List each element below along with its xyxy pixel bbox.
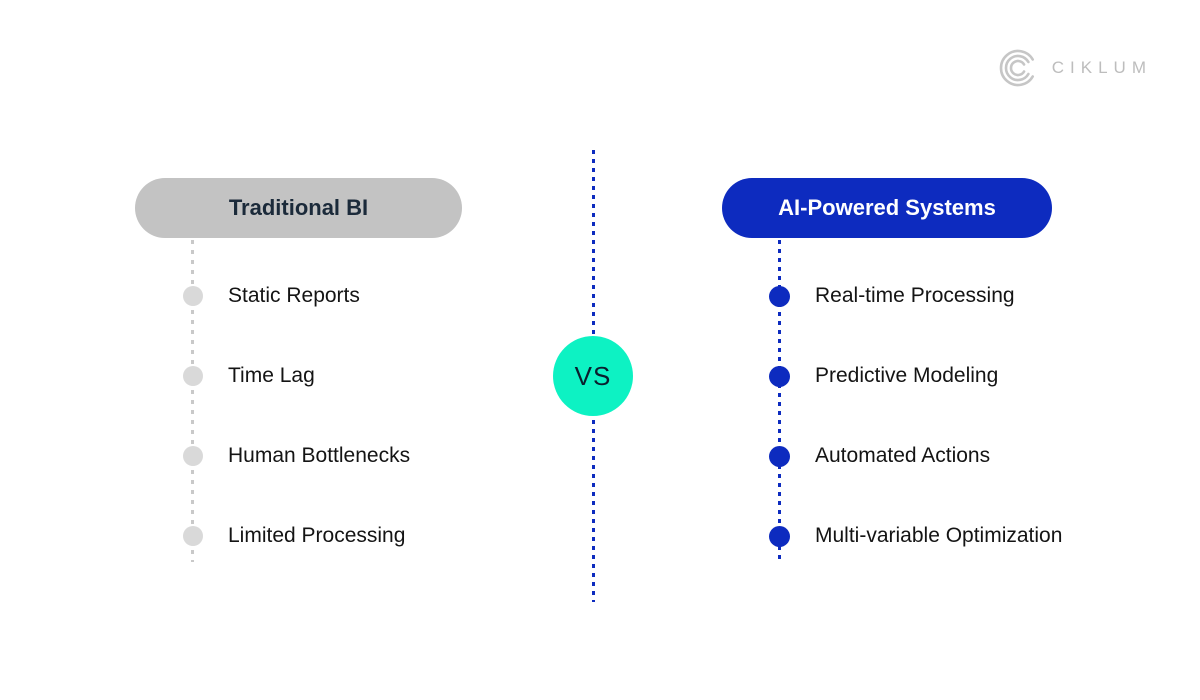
list-item-label: Limited Processing xyxy=(228,524,406,547)
bullet-dot-icon xyxy=(769,285,790,307)
list-item-label: Static Reports xyxy=(228,284,360,307)
list-item-label: Human Bottlenecks xyxy=(228,444,411,467)
list-item: Static Reports xyxy=(183,281,360,311)
bullet-dot-icon xyxy=(769,525,790,547)
bullet-dot-icon xyxy=(183,526,203,546)
vs-badge: VS xyxy=(553,336,633,416)
right-timeline-line xyxy=(778,240,781,562)
bullet-dot-icon xyxy=(183,446,203,466)
list-item: Automated Actions xyxy=(769,441,990,471)
list-item-label: Time Lag xyxy=(228,364,315,387)
left-column-title: Traditional BI xyxy=(228,195,369,220)
list-item-label: Real-time Processing xyxy=(815,284,1015,307)
list-item: Limited Processing xyxy=(183,521,405,551)
bullet-dot-icon xyxy=(183,366,203,386)
list-item: Time Lag xyxy=(183,361,315,391)
bullet-dot-icon xyxy=(183,286,203,306)
brand-logo: CIKLUM xyxy=(994,44,1152,92)
right-column-title: AI-Powered Systems xyxy=(778,195,996,220)
vs-badge-label: VS xyxy=(574,360,612,391)
list-item: Real-time Processing xyxy=(769,281,1015,311)
brand-name: CIKLUM xyxy=(1051,58,1152,77)
ciklum-logo-icon xyxy=(999,49,1034,87)
list-item: Human Bottlenecks xyxy=(183,441,410,471)
left-column-header: Traditional BI xyxy=(135,178,462,238)
bullet-dot-icon xyxy=(769,445,790,467)
left-timeline-line xyxy=(191,240,194,562)
bullet-dot-icon xyxy=(769,365,790,387)
list-item-label: Automated Actions xyxy=(815,444,991,467)
list-item-label: Multi-variable Optimization xyxy=(815,524,1063,547)
list-item-label: Predictive Modeling xyxy=(815,364,999,387)
right-column-header: AI-Powered Systems xyxy=(722,178,1052,238)
list-item: Predictive Modeling xyxy=(769,361,998,391)
list-item: Multi-variable Optimization xyxy=(769,521,1062,551)
